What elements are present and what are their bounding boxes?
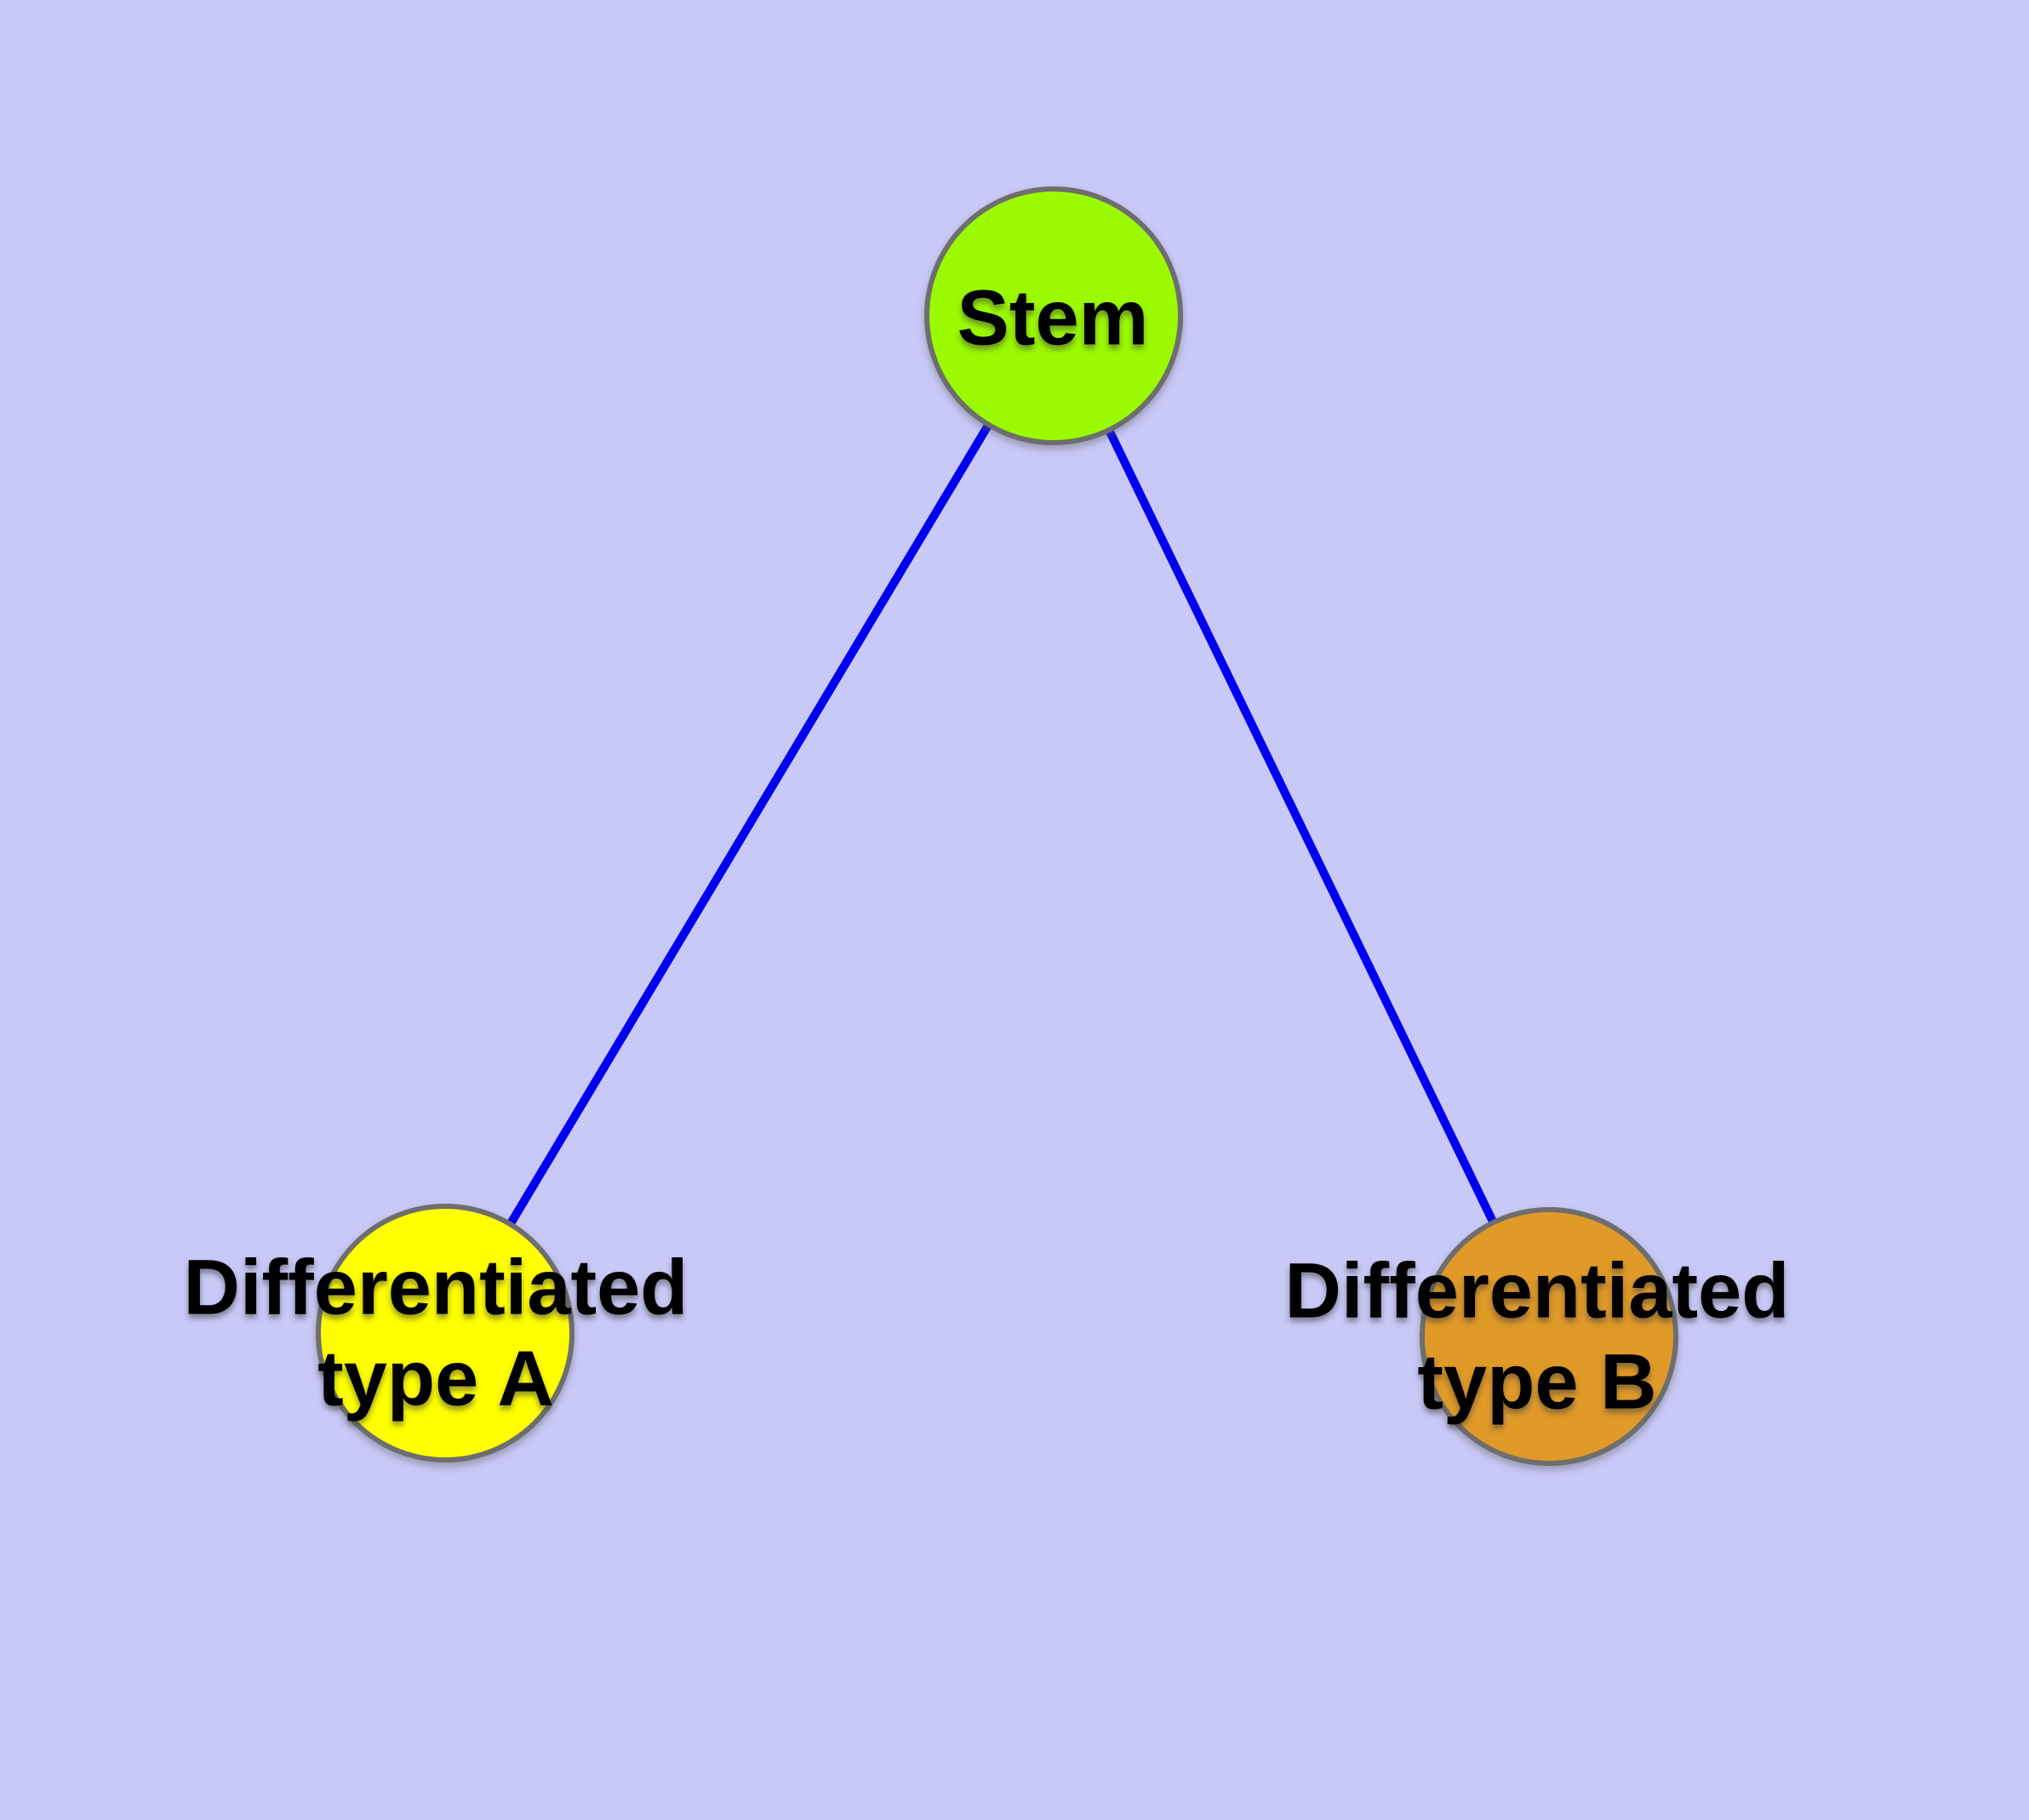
- node-type-b-circle: [1420, 1207, 1678, 1466]
- edge-stem-to-type-a: [441, 313, 1058, 1336]
- edge-stem-to-type-b: [1049, 313, 1553, 1340]
- node-stem-label: Stem: [957, 274, 1149, 362]
- node-type-a-circle: [316, 1204, 574, 1462]
- node-type-b-label: Differentiated type B: [1284, 1247, 1790, 1425]
- node-stem-circle: [924, 186, 1183, 445]
- node-type-a-label: Differentiated type A: [183, 1244, 689, 1422]
